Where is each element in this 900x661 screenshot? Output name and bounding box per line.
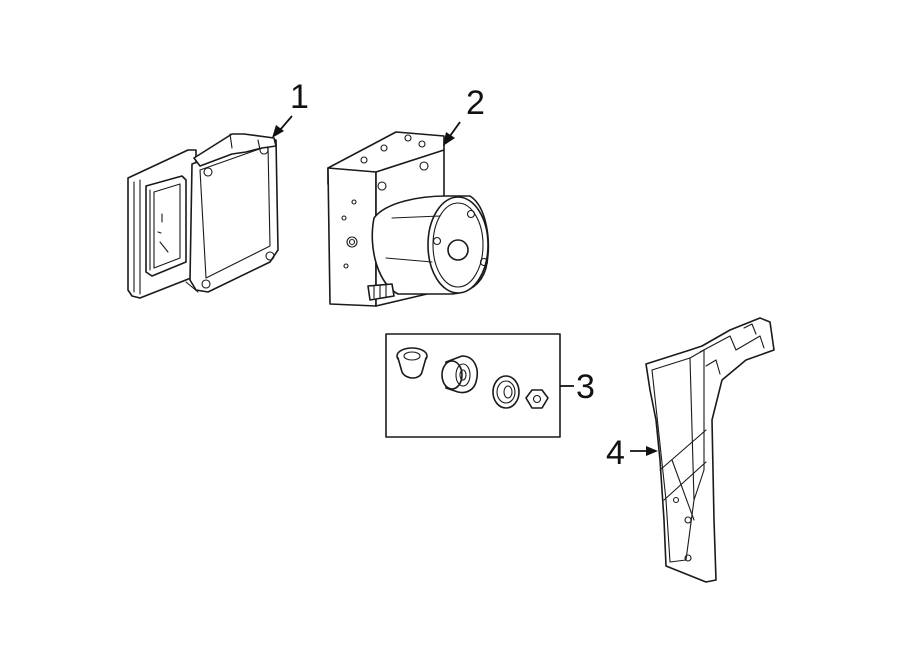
part-2-hydraulic-unit[interactable]: [327, 131, 490, 307]
callout-label-2: 2: [466, 84, 485, 122]
bushing-icon: [441, 355, 478, 394]
callout-label-4: 4: [606, 434, 625, 472]
part-1-module[interactable]: [127, 133, 279, 299]
callout-4: 4: [606, 434, 658, 472]
callout-1: 1: [272, 78, 309, 138]
washer-icon: [492, 375, 520, 409]
callout-label-1: 1: [290, 78, 309, 116]
part-4-bracket[interactable]: [645, 317, 775, 583]
callout-3: 3: [560, 368, 595, 406]
callout-2: 2: [443, 84, 485, 146]
callout-label-3: 3: [576, 368, 595, 406]
nut-icon: [525, 389, 549, 409]
grommet-icon: [396, 347, 428, 379]
part-3-hardware-kit[interactable]: [385, 333, 561, 438]
